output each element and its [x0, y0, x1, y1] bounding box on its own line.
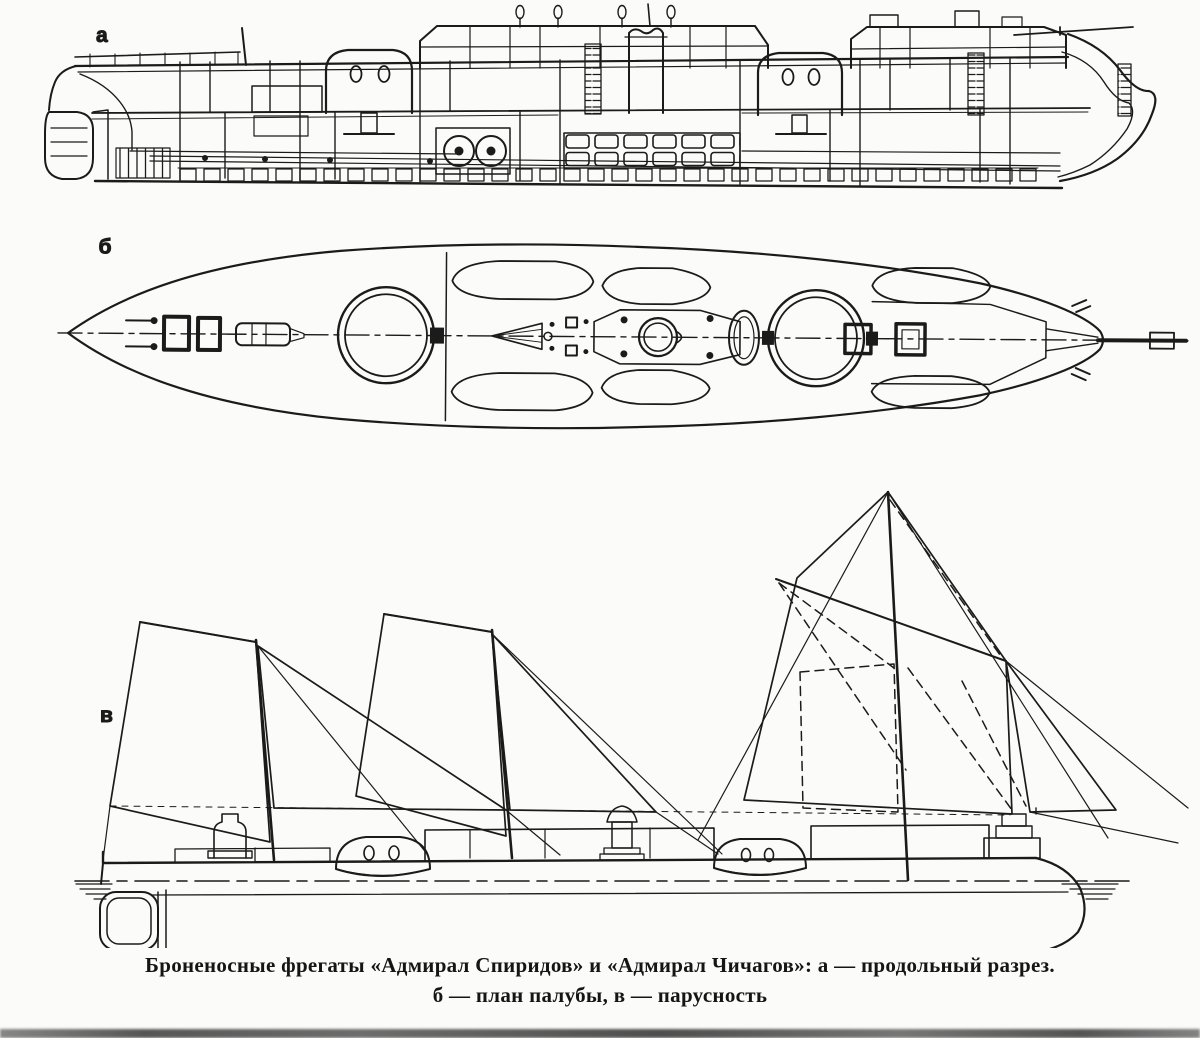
scan-edge-artifact [0, 1029, 1200, 1038]
turret-side-fore [335, 836, 431, 877]
turret-circle-fore [336, 286, 445, 385]
longitudinal-section-drawing: а [44, 3, 1157, 190]
sail-plan-deck-structures [174, 805, 1041, 877]
sail-plan-drawing: в [74, 490, 1189, 956]
ship-drawing-canvas: а [44, 3, 1189, 956]
view-label-v: в [100, 704, 113, 727]
dashed-square-sail [799, 663, 899, 813]
aft-step-blocks [983, 807, 1041, 859]
rudder-head [1149, 331, 1175, 350]
pedestal [207, 813, 253, 859]
funnel [628, 27, 664, 114]
conning-tower-fore [324, 48, 414, 135]
conning-tower-aft [756, 51, 844, 135]
fore-trysail [109, 621, 271, 843]
ladders [584, 43, 1132, 117]
sails-dashed-alternate [778, 499, 1027, 813]
ships-boats [450, 260, 992, 412]
caption-line-2: б — план палубы, в — парусность [432, 983, 768, 1007]
hatch-oval [727, 309, 760, 366]
aft-deck-fittings [843, 299, 1188, 386]
hull-profile [48, 32, 1157, 190]
sails-solid [109, 491, 1117, 843]
figure-caption: Броненосные фрегаты «Адмирал Спиридов» и… [0, 950, 1200, 1010]
bow-fittings [124, 314, 305, 353]
aft-staysail [1005, 660, 1117, 813]
main-trysail [355, 613, 507, 837]
propeller-shaft-line [1095, 338, 1188, 343]
aft-deckhouse [850, 10, 1134, 69]
turret-side-aft [713, 838, 807, 876]
view-label-a: а [96, 24, 108, 47]
boiler-bank [563, 132, 741, 169]
funnel-plan [637, 317, 679, 358]
conning-towers [324, 48, 844, 135]
main-staysail [491, 633, 657, 813]
stern-spar [1013, 26, 1134, 36]
fore-staysail [257, 645, 507, 811]
gaff-spars [139, 578, 1007, 662]
deck-plan-drawing: б [57, 235, 1189, 430]
bulkheads [179, 57, 1011, 186]
funnel-platform [593, 309, 741, 366]
cowl-vent-plan [491, 316, 589, 357]
view-label-b: б [99, 235, 112, 258]
binnacle-stand [599, 805, 645, 861]
centerline [57, 332, 1189, 342]
caption-line-1: Броненосные фрегаты «Адмирал Спиридов» и… [145, 953, 1055, 977]
ventilator-cowls [515, 4, 676, 28]
sail-plan-hull [74, 850, 1136, 956]
ram-underwater [99, 889, 167, 952]
masts [254, 490, 910, 882]
mizzen-sail [743, 491, 1013, 815]
mizzenmast [886, 490, 910, 882]
